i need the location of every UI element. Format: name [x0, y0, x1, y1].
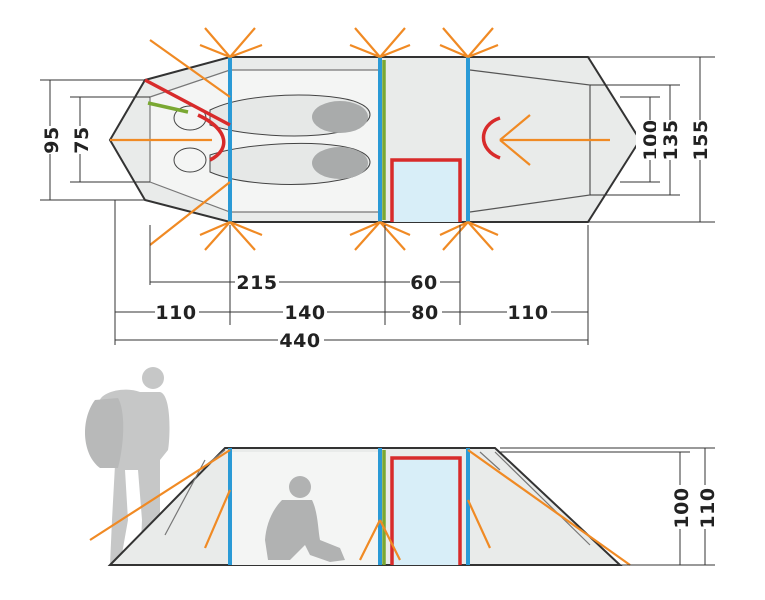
sleeping-bag-top-hood: [312, 101, 368, 133]
dim-label-height-110: 110: [697, 487, 719, 528]
side-view: 100 110: [84, 367, 720, 566]
dim-label-bg-110b: [507, 301, 551, 323]
pillow-bottom: [173, 147, 207, 173]
dim-label-length-440: 440: [279, 330, 320, 352]
top-view: 95 75 100 135 155 215 60 110 140 80 110 …: [36, 27, 715, 352]
dim-label-bg-155: [686, 120, 714, 160]
dim-label-bg-80: [410, 301, 442, 323]
dim-label-height-100: 100: [671, 487, 693, 528]
dim-label-length-110-right: 110: [507, 302, 548, 324]
side-guy-lines: [89, 449, 631, 566]
dim-label-bg-140: [283, 301, 327, 323]
dim-label-bg-60: [410, 271, 440, 293]
dim-label-width-75: 75: [71, 126, 93, 153]
dim-label-bg-95: [36, 126, 64, 154]
person-with-backpack-icon: [84, 367, 170, 565]
sleeping-bag-bottom-hood: [312, 147, 368, 179]
top-door-left-arc: [197, 113, 226, 162]
dim-label-width-135: 135: [660, 119, 682, 160]
dim-label-width-95: 95: [41, 126, 63, 153]
top-door-right-arc: [481, 116, 501, 160]
top-door-zipper: [390, 158, 462, 222]
dim-label-bg-75: [66, 126, 94, 154]
side-door-window: [392, 458, 460, 565]
top-door-window: [392, 160, 460, 222]
dim-label-bg-215: [235, 271, 279, 293]
dim-label-bg-440: [278, 329, 324, 351]
dim-label-length-110-left: 110: [155, 302, 196, 324]
dim-label-length-80: 80: [411, 302, 438, 324]
dim-label-length-140: 140: [284, 302, 325, 324]
side-door-zipper: [390, 456, 462, 565]
dim-label-bg-h100: [668, 485, 694, 529]
top-green-left: [147, 101, 189, 114]
dim-label-width-155: 155: [690, 119, 712, 160]
dim-label-length-215: 215: [236, 272, 277, 294]
top-guy-lines: [110, 27, 610, 251]
dim-label-bg-135: [656, 120, 684, 160]
seated-person-icon: [265, 476, 345, 562]
dim-label-bg-h110: [694, 485, 720, 529]
dim-label-bg-110a: [155, 301, 199, 323]
side-dimension-lines: [500, 447, 715, 566]
dim-label-length-60: 60: [410, 272, 437, 294]
top-door-left-line: [144, 78, 231, 127]
side-right-fold: [479, 451, 591, 546]
